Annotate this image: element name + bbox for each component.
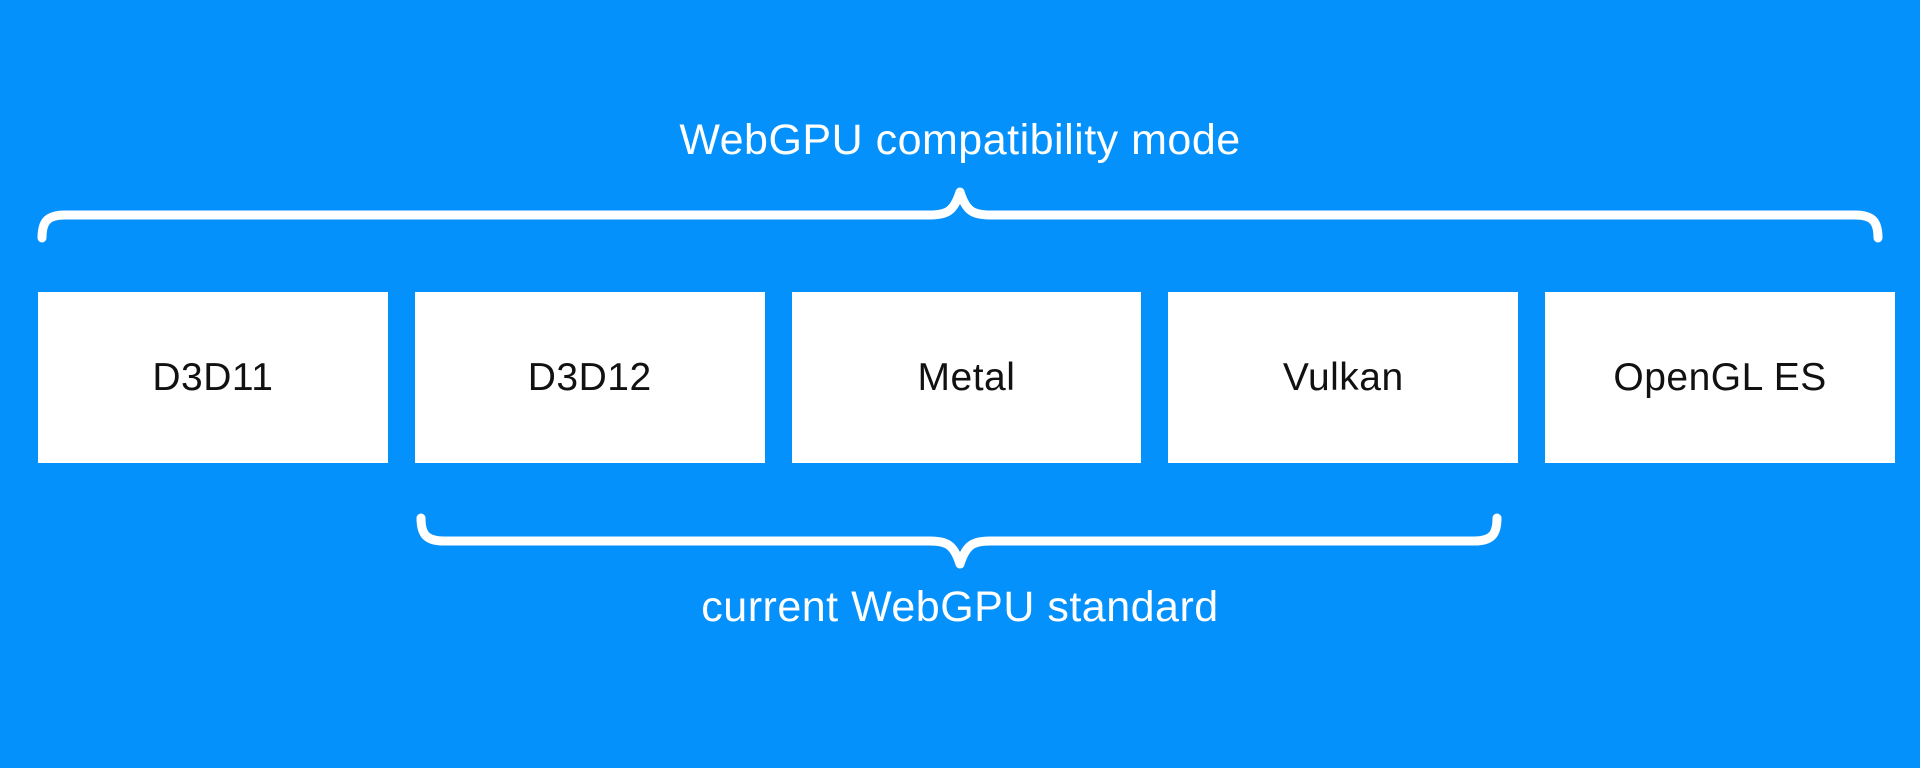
bottom-brace-icon [416,513,1502,569]
api-box-label: OpenGL ES [1613,355,1827,399]
api-box-label: D3D12 [527,355,652,399]
api-box-opengl-es: OpenGL ES [1545,292,1895,463]
api-box-metal: Metal [791,292,1142,463]
api-box-d3d12: D3D12 [414,292,765,463]
bottom-brace-caption: current WebGPU standard [701,583,1219,631]
api-box-d3d11: D3D11 [38,292,388,463]
top-brace-icon [37,187,1883,243]
api-box-label: D3D11 [152,355,274,399]
api-box-label: Metal [917,355,1016,399]
api-box-vulkan: Vulkan [1168,292,1519,463]
api-box-row: D3D11 D3D12 Metal Vulkan OpenGL ES [38,292,1895,463]
api-box-label: Vulkan [1282,355,1404,399]
top-brace-caption: WebGPU compatibility mode [679,116,1241,164]
